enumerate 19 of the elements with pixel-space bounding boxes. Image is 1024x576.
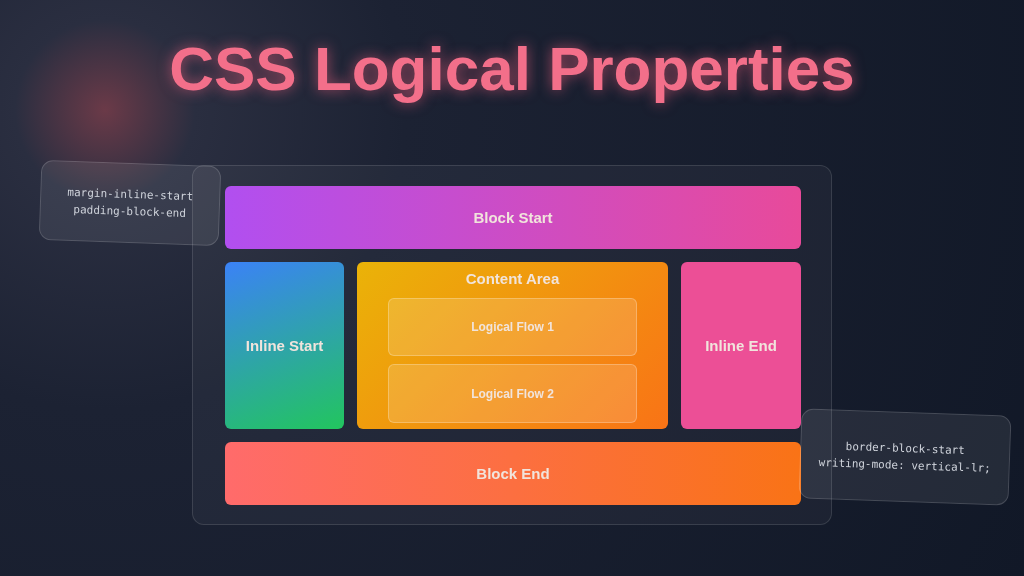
code-text: margin-inline-start [67, 185, 194, 204]
area-heading: Content Area [464, 270, 561, 287]
inline-start-panel [225, 262, 344, 429]
box-label: Inline End [705, 337, 777, 354]
flow-box [388, 364, 637, 423]
box-label: Logical Flow 2 [471, 386, 554, 401]
block-end-bar [225, 442, 801, 505]
block-start-bar [225, 186, 801, 249]
code-text: padding-block-end [73, 203, 187, 220]
content-area-panel [357, 262, 668, 429]
box-label: Inline Start [245, 337, 324, 354]
inline-end-panel [681, 262, 801, 429]
box-label: Block End [476, 465, 550, 482]
code-text: writing-mode: vertical-lr; [818, 456, 991, 475]
code-text: border-block-start [845, 439, 966, 458]
box-label: Logical Flow 1 [471, 320, 554, 334]
title: CSS Logical Properties [168, 36, 856, 102]
flow-box [388, 298, 637, 356]
box-label: Block Start [473, 209, 553, 226]
